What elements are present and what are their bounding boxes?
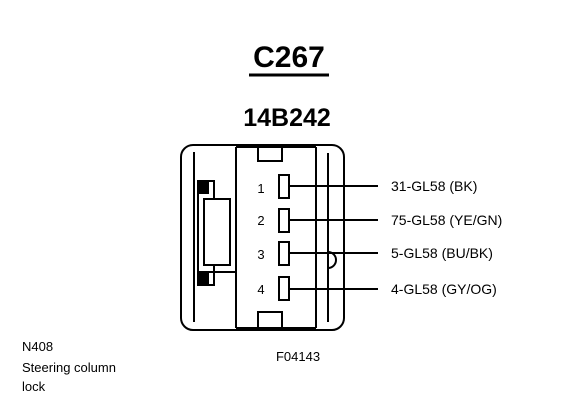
part-number: 14B242 (243, 104, 331, 132)
circuit-label-1: 31-GL58 (BK) (391, 178, 477, 194)
component-name-line1: Steering column (22, 360, 116, 375)
pin-cavity-1 (278, 174, 290, 199)
pin-number-1: 1 (257, 181, 264, 196)
pin-number-2: 2 (257, 213, 264, 228)
circuit-label-2: 75-GL58 (YE/GN) (391, 212, 502, 228)
pin-cavity-2 (278, 208, 290, 233)
leader-lines (289, 185, 378, 290)
component-name-line2: lock (22, 379, 46, 394)
pin-number-3: 3 (257, 247, 264, 262)
pin-cavity-4 (278, 276, 290, 301)
pin-number-4: 4 (257, 282, 264, 297)
component-code: N408 (22, 339, 53, 354)
pin-cavity-3 (278, 241, 290, 266)
connector-id-title: C267 (253, 41, 325, 74)
figure-id: F04143 (276, 349, 320, 364)
pin-cavities (278, 174, 290, 301)
circuit-label-4: 4-GL58 (GY/OG) (391, 281, 497, 297)
connector-body (180, 144, 345, 331)
circuit-label-3: 5-GL58 (BU/BK) (391, 245, 493, 261)
